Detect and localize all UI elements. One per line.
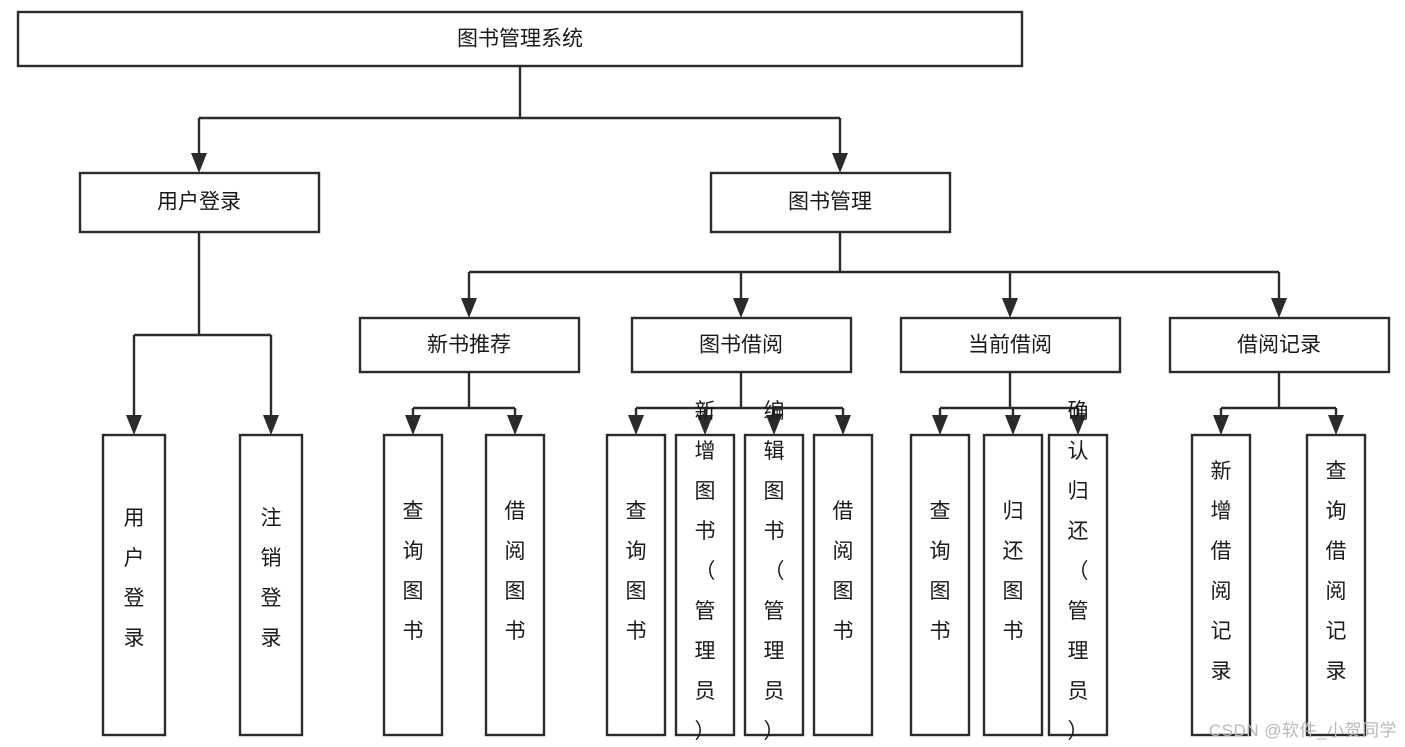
node-query-book-1[interactable]: 查询图书	[382, 433, 444, 737]
node-borrow-book-1-box[interactable]	[484, 433, 546, 737]
connector-group-new-book-recommend	[405, 372, 523, 435]
connector-group-user-login	[126, 232, 279, 435]
node-add-borrow-record-label: 新增借阅记录	[1211, 460, 1232, 683]
node-new-book-recommend-box[interactable]	[358, 316, 581, 374]
node-current-borrow-label: 当前借阅	[968, 334, 1052, 357]
node-return-book-label: 归还图书	[1003, 500, 1024, 643]
connector-group-book-management	[461, 232, 1287, 318]
node-user-login-box[interactable]	[78, 171, 321, 234]
arrowhead-user-login	[191, 153, 207, 173]
connector-group-root	[191, 66, 848, 173]
node-borrow-book-2[interactable]: 借阅图书	[812, 433, 874, 737]
node-query-book-2-box[interactable]	[605, 433, 667, 737]
arrowhead-user-logout	[263, 415, 279, 435]
node-query-book-1-label: 查询图书	[403, 500, 424, 643]
node-borrow-book-1-label: 借阅图书	[505, 500, 526, 643]
node-borrow-book-2-label: 借阅图书	[833, 500, 854, 643]
node-borrow-record-box[interactable]	[1168, 316, 1391, 374]
node-new-book-recommend[interactable]: 新书推荐	[358, 316, 581, 374]
node-current-borrow-box[interactable]	[899, 316, 1122, 374]
node-book-management-box[interactable]	[709, 171, 952, 234]
arrowhead-add-borrow-record	[1213, 415, 1229, 435]
arrowhead-return-book	[1005, 415, 1021, 435]
connector-group-borrow-record	[1213, 372, 1344, 435]
node-user-login-do-box[interactable]	[101, 433, 167, 737]
node-confirm-return-box[interactable]	[1047, 433, 1109, 737]
node-return-book-box[interactable]	[982, 433, 1044, 737]
node-user-login-do[interactable]: 用户登录	[101, 433, 167, 737]
arrowhead-new-book-recommend	[461, 298, 477, 318]
node-book-borrow-label: 图书借阅	[699, 334, 783, 357]
node-add-book-label: 新增图书（管理员）	[695, 400, 716, 743]
node-edit-book[interactable]: 编辑图书（管理员）	[743, 400, 805, 743]
arrowhead-query-borrow-record	[1328, 415, 1344, 435]
node-edit-book-label: 编辑图书（管理员）	[764, 400, 785, 743]
node-add-book[interactable]: 新增图书（管理员）	[674, 400, 736, 743]
node-new-book-recommend-label: 新书推荐	[427, 334, 511, 357]
node-confirm-return-label: 确认归还（管理员）	[1068, 400, 1089, 743]
node-book-management-label: 图书管理	[788, 191, 872, 214]
node-book-borrow-box[interactable]	[630, 316, 853, 374]
node-user-logout-label: 注销登录	[261, 507, 282, 650]
node-user-logout[interactable]: 注销登录	[238, 433, 304, 737]
node-borrow-record[interactable]: 借阅记录	[1168, 316, 1391, 374]
node-root[interactable]: 图书管理系统	[16, 10, 1024, 68]
node-add-borrow-record-box[interactable]	[1190, 433, 1252, 737]
node-book-management[interactable]: 图书管理	[709, 171, 952, 234]
node-borrow-book-2-box[interactable]	[812, 433, 874, 737]
arrowhead-user-login-do	[126, 415, 142, 435]
node-confirm-return[interactable]: 确认归还（管理员）	[1047, 400, 1109, 743]
node-add-book-box[interactable]	[674, 433, 736, 737]
node-current-borrow[interactable]: 当前借阅	[899, 316, 1122, 374]
arrowhead-query-book-3	[932, 415, 948, 435]
arrowhead-borrow-book-1	[507, 415, 523, 435]
csdn-watermark: CSDN @软件_小贺同学	[1208, 721, 1397, 740]
arrowhead-query-book-1	[405, 415, 421, 435]
connector-group-current-borrow	[932, 372, 1086, 435]
node-root-label: 图书管理系统	[457, 28, 583, 51]
node-query-book-2-label: 查询图书	[626, 500, 647, 643]
node-query-book-3-label: 查询图书	[930, 500, 951, 643]
arrowhead-book-borrow	[733, 298, 749, 318]
node-add-borrow-record[interactable]: 新增借阅记录	[1190, 433, 1252, 737]
arrowhead-query-book-2	[628, 415, 644, 435]
node-query-borrow-record-box[interactable]	[1305, 433, 1367, 737]
node-user-logout-box[interactable]	[238, 433, 304, 737]
node-user-login[interactable]: 用户登录	[78, 171, 321, 234]
node-user-login-do-label: 用户登录	[124, 507, 145, 650]
node-edit-book-box[interactable]	[743, 433, 805, 737]
node-book-borrow[interactable]: 图书借阅	[630, 316, 853, 374]
arrowhead-borrow-record	[1271, 298, 1287, 318]
node-query-book-2[interactable]: 查询图书	[605, 433, 667, 737]
node-query-book-3[interactable]: 查询图书	[909, 433, 971, 737]
arrowhead-current-borrow	[1002, 298, 1018, 318]
node-return-book[interactable]: 归还图书	[982, 433, 1044, 737]
node-root-box[interactable]	[16, 10, 1024, 68]
arrowhead-borrow-book-2	[835, 415, 851, 435]
node-query-book-1-box[interactable]	[382, 433, 444, 737]
node-user-login-label: 用户登录	[157, 191, 241, 214]
node-borrow-book-1[interactable]: 借阅图书	[484, 433, 546, 737]
connector-group-book-borrow	[628, 372, 851, 435]
node-query-borrow-record[interactable]: 查询借阅记录	[1305, 433, 1367, 737]
arrowhead-book-management	[832, 153, 848, 173]
node-query-borrow-record-label: 查询借阅记录	[1326, 460, 1347, 683]
node-borrow-record-label: 借阅记录	[1237, 334, 1321, 357]
node-query-book-3-box[interactable]	[909, 433, 971, 737]
